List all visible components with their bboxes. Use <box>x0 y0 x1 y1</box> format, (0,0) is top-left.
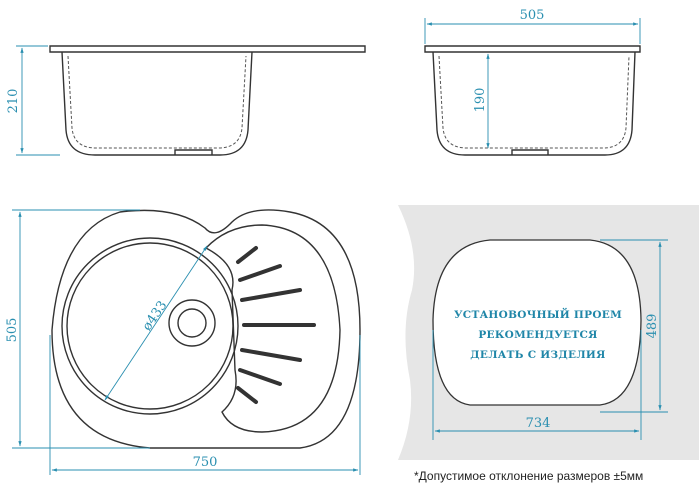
plan-height-label: 505 <box>5 318 20 343</box>
side-view-right: 505 190 <box>424 8 641 156</box>
plan-width-label: 750 <box>193 455 218 470</box>
cutout-height-label: 489 <box>645 314 660 339</box>
drainer-ribs <box>236 246 316 404</box>
cutout-template: УСТАНОВОЧНЫЙ ПРОЕМ РЕКОМЕНДУЕТСЯ ДЕЛАТЬ … <box>398 205 699 460</box>
side-right-depth-label: 190 <box>473 88 488 113</box>
cutout-note-line-1: УСТАНОВОЧНЫЙ ПРОЕМ <box>454 306 622 321</box>
side-view-left: 210 <box>6 45 366 156</box>
cutout-width-label: 734 <box>526 416 551 431</box>
cutout-note-line-2: РЕКОМЕНДУЕТСЯ <box>478 329 597 341</box>
side-left-height-label: 210 <box>6 89 21 114</box>
plan-view: ø433 505 750 <box>5 209 361 475</box>
bowl-diameter-label: ø433 <box>140 298 171 333</box>
tolerance-footnote: *Допустимое отклонение размеров ±5мм <box>414 469 643 483</box>
cutout-note-line-3: ДЕЛАТЬ С ИЗДЕЛИЯ <box>470 349 605 361</box>
side-right-width-label: 505 <box>520 8 545 23</box>
